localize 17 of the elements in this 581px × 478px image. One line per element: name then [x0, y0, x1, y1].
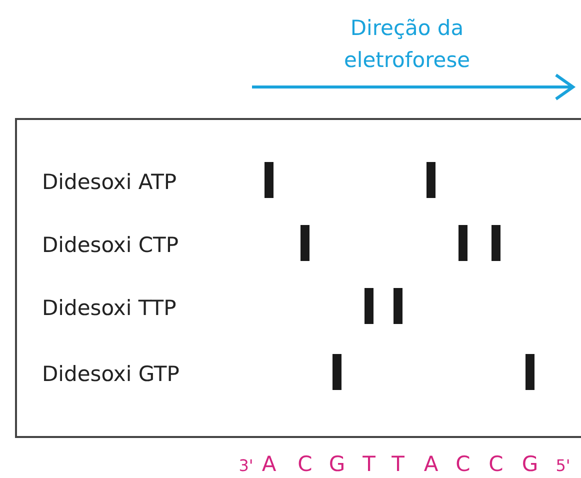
base-letter: T [362, 452, 376, 476]
lane-label: Didesoxi GTP [42, 362, 180, 386]
gel-box [15, 118, 581, 438]
lane-label: Didesoxi ATP [42, 170, 177, 194]
base-letter: C [488, 452, 504, 476]
base-letter: A [262, 452, 276, 476]
lane-label: Didesoxi TTP [42, 296, 176, 320]
direction-label: Direção da eletroforese [342, 15, 472, 74]
base-letter: C [298, 452, 312, 476]
lane-label: Didesoxi CTP [42, 233, 178, 257]
base-letter: G [522, 452, 538, 476]
base-letter: G [328, 452, 346, 476]
base-letter: T [392, 452, 404, 476]
base-letter: A [424, 452, 438, 476]
strand-end-label: 5' [556, 456, 570, 475]
strand-end-label: 3' [238, 456, 254, 475]
base-letter: C [456, 452, 470, 476]
